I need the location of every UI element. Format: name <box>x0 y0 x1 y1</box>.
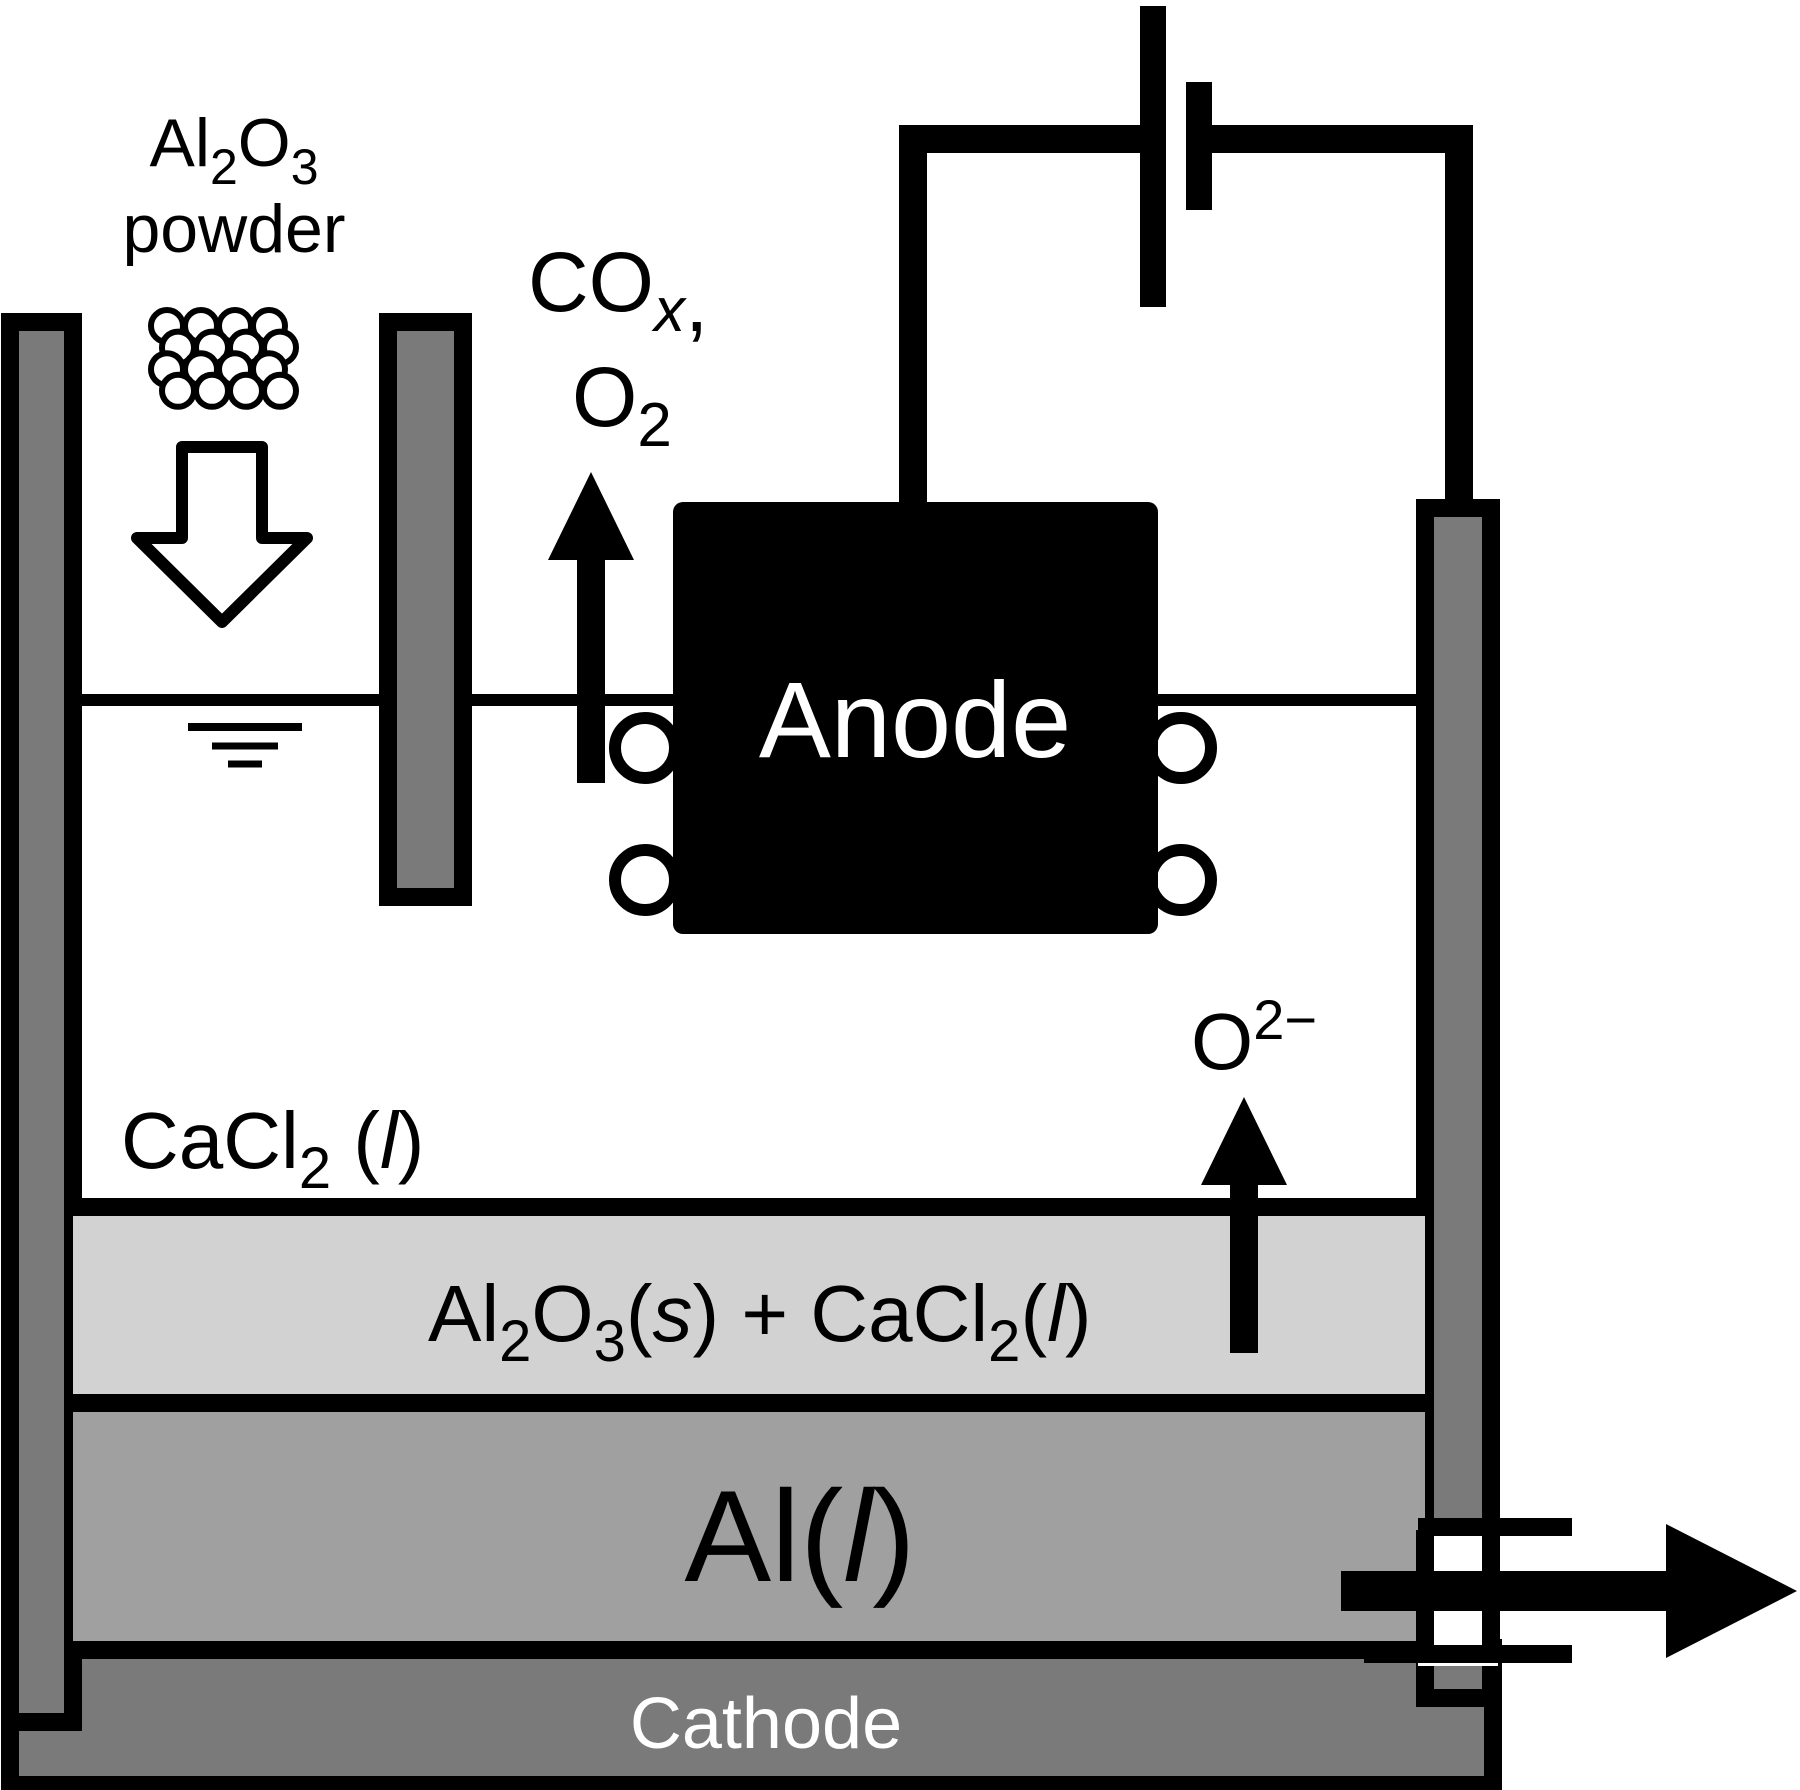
electrolyte-label: CaCl2 (l) <box>121 1096 424 1201</box>
powder-particle <box>227 371 265 410</box>
circuit-wire-left <box>899 125 1153 502</box>
feed-partition-wall <box>379 313 472 906</box>
tap-outlet-arrow-head <box>1666 1524 1797 1658</box>
cathode-label: Cathode <box>630 1684 902 1764</box>
slurry-label: Al2O3(s) + CaCl2(l) <box>428 1269 1092 1374</box>
anode-block <box>673 502 1158 934</box>
powder-particle <box>193 371 231 410</box>
powder-label: powder <box>122 191 345 267</box>
metal-label: Al(l) <box>684 1463 915 1609</box>
oxide-ion-arrow-head <box>1201 1097 1287 1185</box>
anode-label: Anode <box>759 659 1071 780</box>
powder-icon <box>148 307 299 410</box>
crucible-right-wall <box>1416 499 1500 1707</box>
powder-particle <box>261 371 299 410</box>
feed-down-arrow <box>131 441 313 628</box>
gas-label-line1: COx, <box>528 235 708 349</box>
slurry-layer <box>73 1207 1425 1403</box>
gas-arrow-head <box>548 472 634 560</box>
liquid-aluminium-layer <box>73 1403 1425 1650</box>
gas-label-line2: O2 <box>572 350 672 460</box>
circuit-wire-right <box>1205 125 1473 508</box>
oxide-ion-label: O2− <box>1191 988 1317 1086</box>
powder-particle <box>159 371 197 410</box>
liquid-level-symbol <box>188 723 302 768</box>
crucible-left-wall <box>1 313 82 1731</box>
alumina-feed-label: Al2O3 <box>150 105 319 195</box>
anode-bubbles <box>609 712 1217 916</box>
